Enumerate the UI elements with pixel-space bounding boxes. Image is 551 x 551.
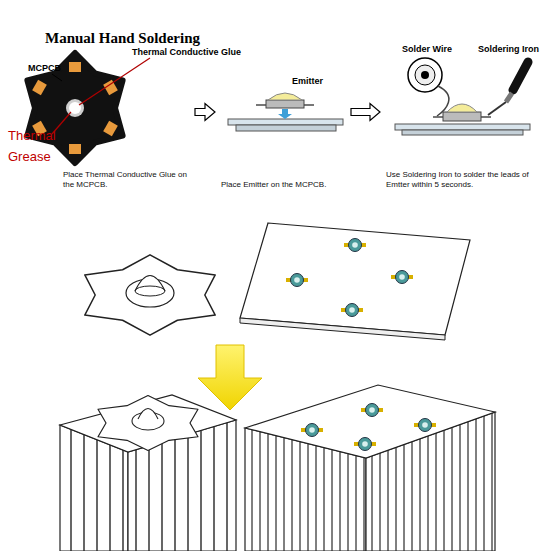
- leader-line: [52, 74, 62, 81]
- emitter-base: [443, 112, 481, 121]
- part-label: Emitter: [292, 76, 323, 86]
- flow-arrow: [351, 104, 380, 121]
- heatsink-top: [245, 385, 495, 458]
- step-caption: Use Soldering Iron to solder the leads o…: [383, 170, 548, 190]
- led-body: [366, 404, 379, 417]
- mcpcb-star: [27, 53, 122, 163]
- flow-arrow: [195, 104, 215, 121]
- led-lead: [361, 408, 383, 412]
- led-lead: [344, 243, 366, 247]
- solder-spool: [408, 58, 442, 92]
- iron-tip: [488, 102, 506, 115]
- led-lead: [301, 428, 323, 432]
- mcpcb-side: [395, 124, 530, 130]
- led-emitter: [301, 404, 436, 451]
- led-lens: [399, 274, 405, 280]
- part-label: MCPCB: [28, 63, 61, 73]
- solder-spool-hub: [421, 71, 429, 79]
- part-label: Soldering Iron: [478, 44, 539, 54]
- aluminium-plate: [240, 223, 470, 335]
- solder-pad: [32, 80, 47, 95]
- mcpcb-base: [236, 125, 336, 131]
- step-caption: Place Emitter on the MCPCB.: [218, 180, 348, 190]
- solder-spool-core: [415, 65, 435, 85]
- led-lens: [369, 407, 375, 413]
- placement-arrow: [278, 109, 292, 119]
- mcpcb-base: [402, 130, 523, 135]
- plate-edge: [240, 318, 445, 340]
- solder-pad: [69, 144, 81, 154]
- part-label: Thermal Conductive Glue: [132, 47, 241, 57]
- step-panel: Place Emitter on the MCPCB.: [218, 34, 348, 190]
- mcpcb-side: [228, 119, 343, 125]
- emitter-lens: [447, 104, 477, 112]
- iron-handle: [513, 62, 528, 90]
- led-dome: [138, 409, 158, 420]
- heatsink-top: [60, 395, 236, 452]
- led-lead: [414, 423, 436, 427]
- part-label: Solder Wire: [402, 44, 452, 54]
- step-panel: Use Soldering Iron to solder the leads o…: [383, 34, 548, 190]
- led-lens: [352, 242, 358, 248]
- mount-arrow: [198, 345, 262, 410]
- diagram-title: Manual Hand Soldering: [45, 30, 200, 47]
- led-lead: [341, 308, 363, 312]
- led-lens: [362, 441, 368, 447]
- emitter-lens: [268, 93, 302, 100]
- led-lens: [349, 307, 355, 313]
- iron-collar: [506, 93, 512, 102]
- leader-line: [79, 58, 150, 105]
- part-label: Thermal Grease: [8, 125, 66, 167]
- step-caption: Place Thermal Conductive Glue on the MCP…: [60, 170, 192, 190]
- led-dome-base: [135, 286, 165, 296]
- led-dome: [135, 276, 165, 292]
- led-lead: [354, 442, 376, 446]
- led-lead: [391, 275, 413, 279]
- led-body: [346, 304, 359, 317]
- led-body: [396, 271, 409, 284]
- emitter-base: [266, 100, 304, 108]
- led-emitter: [286, 239, 413, 317]
- led-lens: [294, 277, 300, 283]
- led-lens: [309, 427, 315, 433]
- led-body: [306, 424, 319, 437]
- solder-pad: [103, 121, 118, 136]
- led-lead: [286, 278, 308, 282]
- solder-wire: [437, 86, 449, 116]
- led-body: [349, 239, 362, 252]
- star-board-outline: [98, 396, 198, 451]
- led-body: [359, 438, 372, 451]
- solder-pad: [69, 62, 81, 72]
- star-board-outline: [85, 255, 215, 335]
- led-body: [291, 274, 304, 287]
- step-panel: Place Thermal Conductive Glue on the MCP…: [60, 34, 192, 190]
- led-body: [419, 419, 432, 432]
- led-lens: [422, 422, 428, 428]
